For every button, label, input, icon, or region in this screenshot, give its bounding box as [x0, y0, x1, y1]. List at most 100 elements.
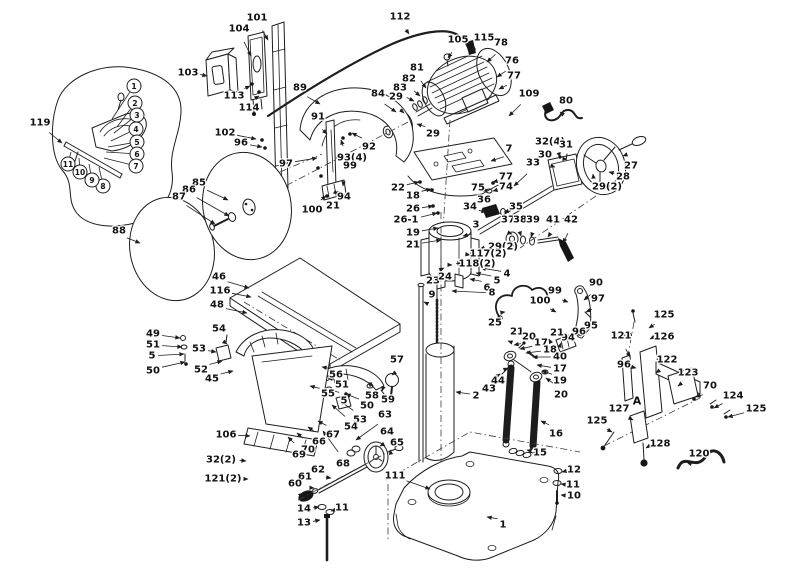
part-label: 50: [146, 366, 160, 377]
part-label: 100: [530, 296, 551, 307]
leader-line: [517, 230, 522, 237]
part-label: 70: [301, 445, 315, 456]
part-label: 37: [501, 215, 515, 226]
balloon-number: 10: [75, 168, 85, 177]
leader-line: [208, 349, 217, 354]
leader-line: [486, 54, 496, 63]
leader-line: [416, 123, 426, 128]
part-label: 19: [406, 228, 420, 239]
leader-line: [225, 308, 248, 315]
part-label: 33: [526, 158, 540, 169]
leader-line: [421, 226, 439, 232]
part-label: 92: [362, 142, 376, 153]
leader-line: [655, 368, 662, 374]
part-label: 6: [484, 283, 491, 294]
part-label: 27: [624, 161, 638, 172]
leader-line: [253, 95, 260, 101]
part-label: 7: [506, 144, 513, 155]
part-label: 119: [30, 118, 51, 129]
leader-line: [220, 369, 234, 375]
part-label: 121: [611, 331, 632, 342]
balloon-leader-line: [78, 157, 80, 165]
leader-line: [549, 307, 557, 313]
part-label: 5: [149, 351, 156, 362]
part-label: 46: [212, 272, 226, 283]
leader-line: [645, 443, 652, 449]
leader-line: [677, 381, 684, 387]
part-label: 3: [473, 220, 480, 231]
leader-line: [519, 345, 533, 351]
part-label: 54: [344, 422, 358, 433]
part-label: 2: [473, 391, 480, 402]
part-label: 40: [553, 352, 567, 363]
leader-line: [576, 331, 584, 337]
part-label: 17: [534, 338, 548, 349]
leader-line: [381, 385, 386, 392]
part-label: 5: [494, 276, 501, 287]
sanding-discs: [129, 121, 409, 302]
leader-line: [320, 195, 327, 201]
balloon-leader-line: [69, 151, 72, 157]
part-label: 31: [559, 140, 573, 151]
part-label: 16: [549, 429, 563, 440]
leader-line: [625, 348, 631, 358]
leader-line: [237, 134, 257, 141]
part-label: 44: [491, 376, 505, 387]
part-label: 78: [494, 38, 508, 49]
part-label: 66: [312, 437, 326, 448]
leader-line: [296, 432, 304, 439]
leader-line: [227, 281, 250, 289]
leader-line: [513, 341, 521, 347]
bracket-detail-A: [600, 309, 731, 470]
leader-line: [421, 187, 432, 193]
balloon-leader-line: [103, 157, 129, 165]
leader-line: [496, 70, 506, 78]
leader-line: [507, 340, 514, 345]
part-label: 82: [402, 74, 416, 85]
part-label: 84: [371, 89, 385, 100]
leader-line: [561, 468, 568, 474]
part-label: 127: [609, 404, 630, 415]
leader-line: [492, 187, 499, 192]
leader-line: [391, 370, 398, 376]
part-label: 1: [500, 520, 507, 531]
part-label: 30: [538, 150, 552, 161]
leader-line: [508, 104, 521, 117]
part-label: 102: [215, 128, 236, 139]
part-label: 96: [234, 138, 248, 149]
part-label: 45: [205, 374, 219, 385]
part-label: 90: [589, 278, 603, 289]
part-label: 5: [341, 396, 348, 407]
part-label: 20: [522, 332, 536, 343]
leader-line: [540, 420, 550, 426]
leader-line: [307, 96, 321, 105]
leader-line: [404, 28, 410, 35]
leader-line: [627, 415, 634, 421]
part-label: 74: [499, 182, 513, 193]
balloon-leader-line: [88, 163, 91, 173]
leader-line: [351, 132, 363, 139]
leader-line: [312, 518, 321, 524]
part-label: 114: [239, 103, 260, 114]
leader-line: [568, 337, 575, 343]
leader-line: [478, 208, 487, 214]
balloon-number: 2: [132, 99, 137, 108]
balloon-circle: [60, 156, 76, 172]
part-label: 64: [380, 427, 394, 438]
leader-line: [695, 393, 703, 398]
part-label: 29: [426, 129, 440, 140]
leader-line: [494, 373, 501, 379]
motor: [382, 47, 512, 139]
leader-line: [384, 103, 397, 113]
leader-line: [486, 515, 498, 520]
leader-line: [294, 156, 318, 163]
part-label: 29: [389, 92, 403, 103]
part-label: 100: [302, 205, 323, 216]
part-label: 22: [391, 183, 405, 194]
leader-line: [479, 245, 486, 250]
leader-line: [238, 433, 251, 438]
leader-line: [451, 289, 486, 294]
part-label: 94: [561, 333, 575, 344]
part-label: 11: [335, 503, 349, 514]
